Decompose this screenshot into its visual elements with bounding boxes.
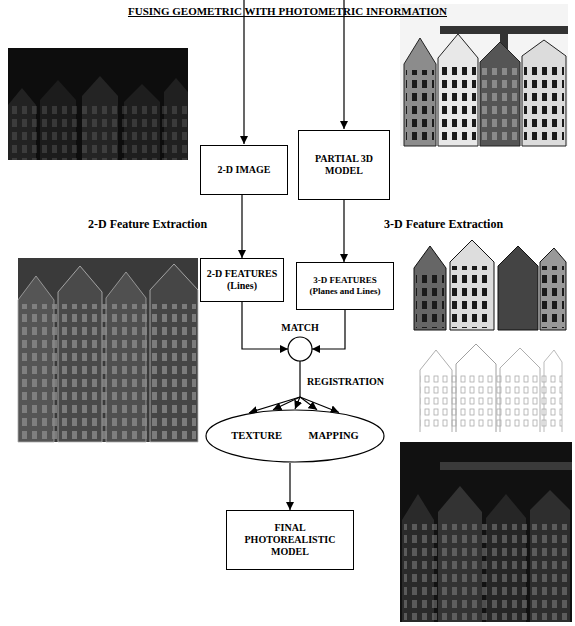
edge-image <box>18 258 198 442</box>
plane-image <box>410 236 568 330</box>
input-box: 2-D IMAGE <box>200 145 288 195</box>
node-text: 2-D FEATURES (Lines) <box>206 268 278 292</box>
flow-arrow <box>295 361 300 409</box>
input-box: PARTIAL 3D MODEL <box>298 130 390 200</box>
step-label: 2-D Feature Extraction <box>86 217 209 231</box>
node-text: MATCH <box>270 322 330 334</box>
feature-box: 2-D FEATURES (Lines) <box>200 258 284 302</box>
node-text: 3-D FEATURES (Planes and Lines) <box>302 275 388 297</box>
node-text: 2-D IMAGE <box>206 164 282 176</box>
process-ellipse: TEXTURE MAPPING <box>205 409 385 463</box>
flow-arrow <box>289 463 290 510</box>
node-text: TEXTURE MAPPING <box>231 430 359 443</box>
step-label: 3-D Feature Extraction <box>382 217 505 231</box>
input-line <box>343 0 344 129</box>
final-image <box>400 442 572 622</box>
feature-box: 3-D FEATURES (Planes and Lines) <box>296 262 394 310</box>
node-text: PARTIAL 3D MODEL <box>304 153 384 177</box>
photo-image <box>8 48 188 160</box>
flow-arrow <box>242 302 288 349</box>
flow-arrow <box>241 195 242 258</box>
step-label: REGISTRATION <box>305 376 386 388</box>
match-circle: MATCH <box>270 322 330 362</box>
diagram-title: FUSING GEOMETRIC WITH PHOTOMETRIC INFORM… <box>0 5 575 18</box>
node-text: FINAL PHOTOREALISTIC MODEL <box>232 522 348 558</box>
output-box: FINAL PHOTOREALISTIC MODEL <box>226 510 354 570</box>
input-line <box>243 0 244 144</box>
line-image <box>415 336 565 432</box>
circle-outline <box>287 336 313 362</box>
fan-branch <box>300 397 317 410</box>
flow-arrow <box>343 200 344 262</box>
model-image <box>400 4 568 146</box>
